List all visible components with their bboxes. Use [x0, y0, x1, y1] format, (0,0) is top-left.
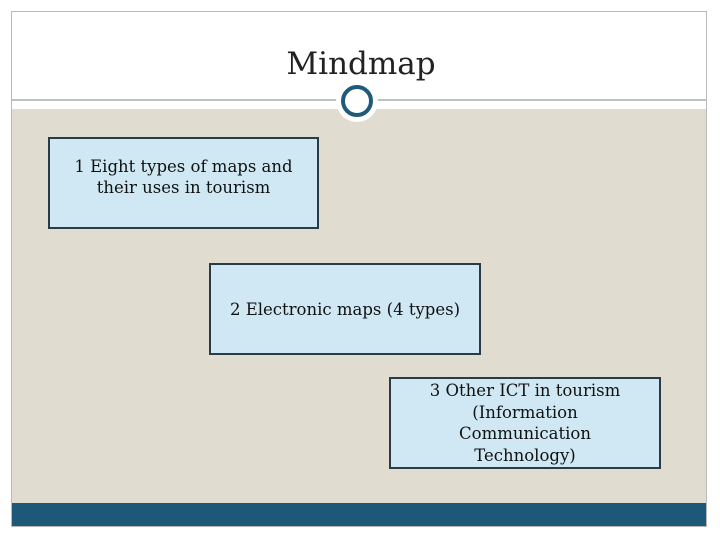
- footer-bar: [12, 503, 706, 526]
- ring-icon-inner: [341, 85, 373, 117]
- mindmap-node-3: 3 Other ICT in tourism (Information Comm…: [389, 377, 661, 469]
- ring-icon: [336, 80, 378, 122]
- page-title: Mindmap: [286, 46, 436, 82]
- mindmap-node-2: 2 Electronic maps (4 types): [209, 263, 481, 355]
- mindmap-node-1: 1 Eight types of maps and their uses in …: [48, 137, 319, 229]
